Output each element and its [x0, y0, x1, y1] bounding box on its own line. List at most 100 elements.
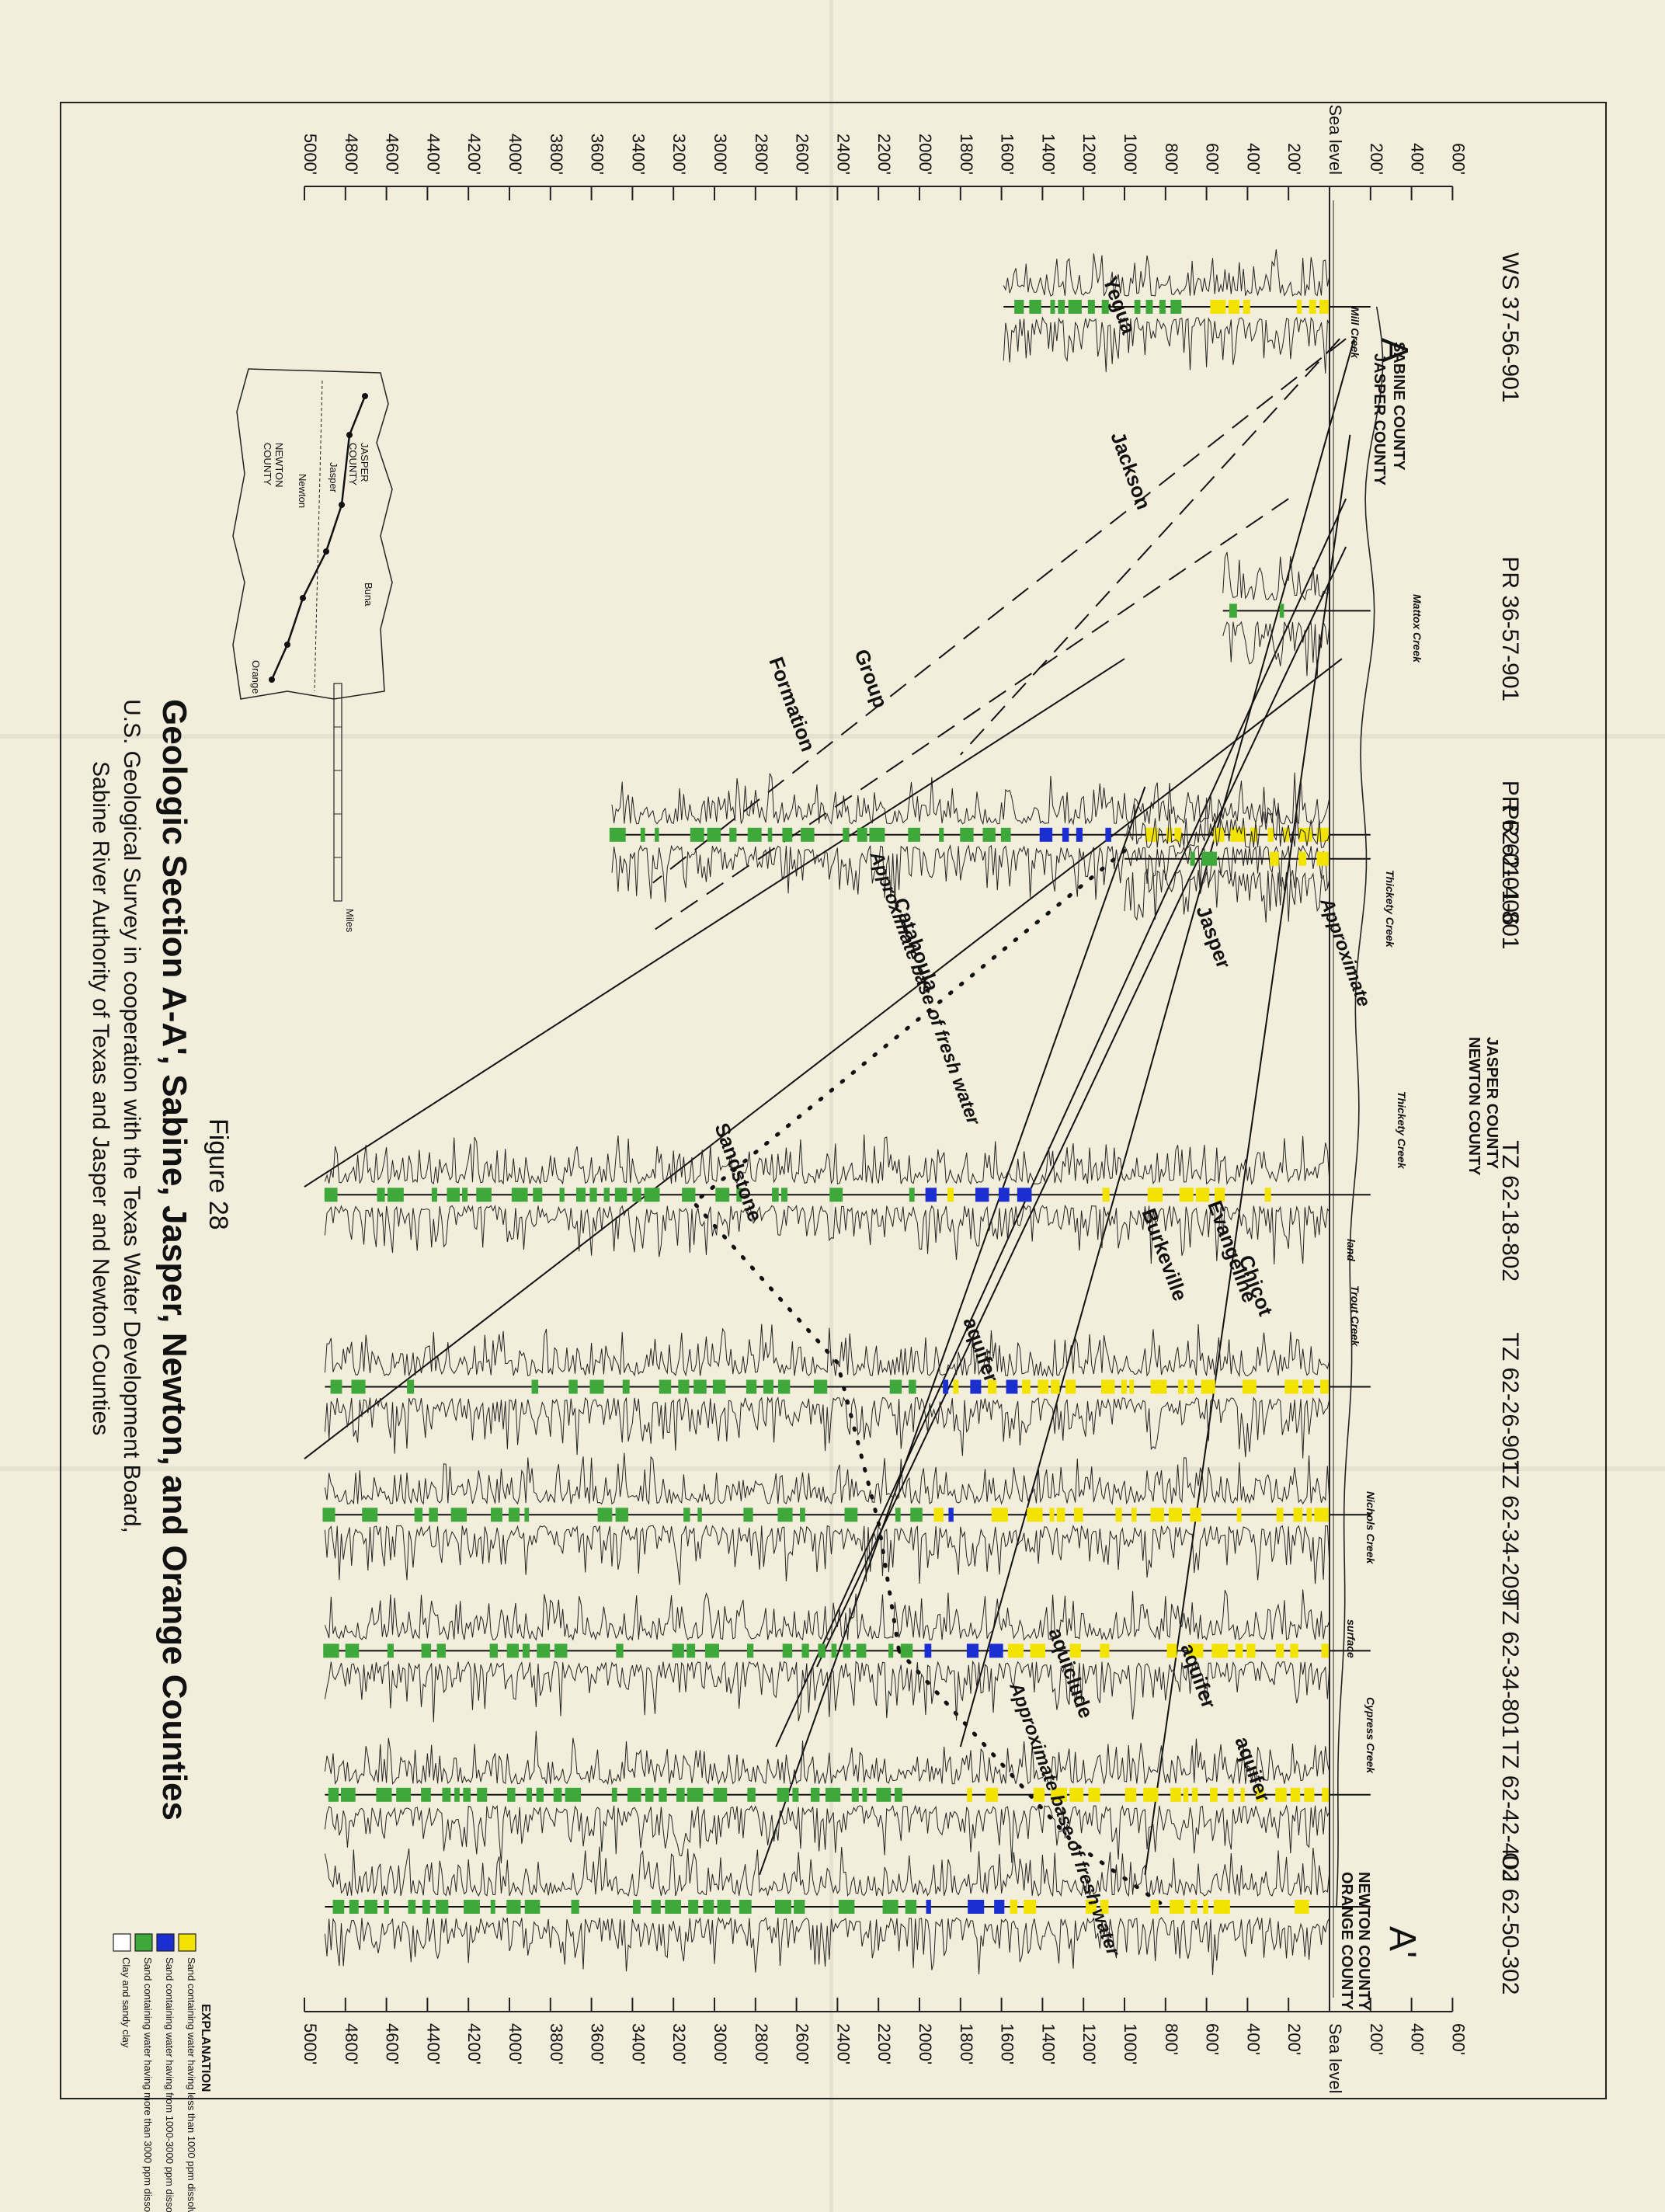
surface-label: land [1345, 1239, 1357, 1261]
sp-curve [324, 1204, 1330, 1264]
sand-interval [831, 1643, 837, 1658]
sand-interval [450, 1508, 468, 1522]
sand-interval [615, 1508, 629, 1522]
resistivity-curve [324, 1134, 1330, 1186]
inset-label: NEWTON [273, 443, 285, 488]
sand-interval [1014, 300, 1024, 314]
sand-interval [672, 1643, 684, 1658]
resistivity-curve [1222, 551, 1330, 601]
sand-interval [1183, 1787, 1189, 1802]
sand-interval [1229, 603, 1237, 618]
sand-interval [527, 1787, 533, 1802]
sand-interval [703, 1900, 714, 1914]
county-label: JASPER COUNTY [1371, 353, 1388, 486]
sand-interval [800, 1508, 805, 1522]
inset-well-point [346, 432, 353, 438]
sand-interval [985, 1787, 999, 1802]
sand-interval [522, 1643, 530, 1658]
sand-interval [632, 1188, 641, 1202]
hydrogeologic-unit-label: Jasper [1191, 903, 1236, 972]
creek-label: Thickety Creek [1384, 870, 1396, 948]
well-id-label: TZ 62-26-901 [1497, 1333, 1523, 1474]
sand-interval [377, 1188, 385, 1202]
sand-interval [345, 1643, 360, 1658]
sand-interval [376, 1787, 392, 1802]
sand-interval [508, 1508, 520, 1522]
depth-tick-label: 800' [1162, 143, 1181, 175]
scale-unit: Miles [344, 909, 356, 933]
sand-interval [1124, 1787, 1137, 1802]
sand-interval [1027, 1508, 1043, 1522]
sand-interval [1296, 300, 1302, 314]
sand-interval [925, 1188, 937, 1202]
sand-interval [1049, 1508, 1055, 1522]
sand-interval [396, 1787, 412, 1802]
depth-tick-label: 2000' [916, 2023, 935, 2064]
depth-tick-label: 1400' [1038, 2023, 1058, 2064]
depth-tick-label: 3200' [669, 2023, 689, 2064]
sand-interval [713, 1787, 728, 1802]
sand-interval [553, 1787, 562, 1802]
depth-tick-label: 2800' [752, 2023, 771, 2064]
formation-boundary-line [759, 786, 1146, 1876]
paper-fold [829, 0, 833, 2212]
well-log [1003, 249, 1371, 374]
sand-interval [1228, 1787, 1234, 1802]
sand-interval [665, 1900, 682, 1914]
sand-interval [1210, 1787, 1218, 1802]
sand-interval [1230, 827, 1246, 842]
sand-interval [682, 1188, 696, 1202]
sand-interval [627, 1787, 641, 1802]
section-end-letter: A [1374, 338, 1415, 363]
sand-interval [644, 1188, 660, 1202]
sand-interval [943, 1379, 949, 1394]
sand-interval [1105, 827, 1111, 842]
sand-interval [777, 1379, 791, 1394]
sand-interval [1170, 1787, 1181, 1802]
depth-tick-label: 2400' [833, 2023, 853, 2064]
sand-interval [687, 1643, 696, 1658]
sand-interval [966, 1643, 979, 1658]
sand-interval [490, 1508, 502, 1522]
inset-town: Orange [250, 660, 262, 694]
subtitle-line-2: Sabine River Authority of Texas and Jasp… [88, 761, 113, 1435]
sand-interval [659, 1379, 672, 1394]
resistivity-curve [324, 1589, 1330, 1641]
sand-interval [894, 1787, 902, 1802]
sand-interval [1058, 300, 1065, 314]
sand-interval [1069, 1787, 1084, 1802]
depth-tick-label: 200' [1284, 2023, 1304, 2055]
sand-interval [1191, 1787, 1198, 1802]
sand-interval [524, 1508, 530, 1522]
sand-interval [1102, 1188, 1110, 1202]
sand-interval [1190, 1900, 1197, 1914]
sand-interval [1101, 300, 1109, 314]
sand-interval [1007, 1643, 1024, 1658]
sand-interval [1145, 827, 1159, 842]
paper-fold [0, 1466, 1665, 1471]
creek-label: Mill Creek [1349, 307, 1361, 359]
sand-interval [970, 1379, 982, 1394]
sand-interval [1322, 1787, 1330, 1802]
sand-interval [489, 1643, 498, 1658]
legend-label: Sand containing water having from 1000-3… [164, 1957, 176, 2212]
depth-tick-label: 1600' [998, 2023, 1017, 2064]
sand-interval [1051, 1787, 1068, 1802]
sand-interval [597, 1508, 613, 1522]
sand-interval [490, 1900, 495, 1914]
sand-interval [341, 1787, 356, 1802]
depth-tick-label: 400' [1408, 143, 1427, 175]
sand-interval [746, 1643, 754, 1658]
sand-interval [712, 1379, 726, 1394]
sand-interval [900, 1643, 913, 1658]
well-log [324, 1323, 1371, 1459]
depth-tick-label: 3600' [588, 134, 607, 175]
title-block: Geologic Section A-A', Sabine, Jasper, N… [88, 699, 233, 1821]
sand-interval [431, 1188, 437, 1202]
depth-tick-label: 600' [1448, 2023, 1468, 2055]
sand-interval [1316, 851, 1330, 866]
sand-interval [908, 827, 921, 842]
legend-label: Sand containing water having more than 3… [142, 1957, 154, 2212]
county-label: ORANGE COUNTY [1338, 1872, 1355, 2010]
